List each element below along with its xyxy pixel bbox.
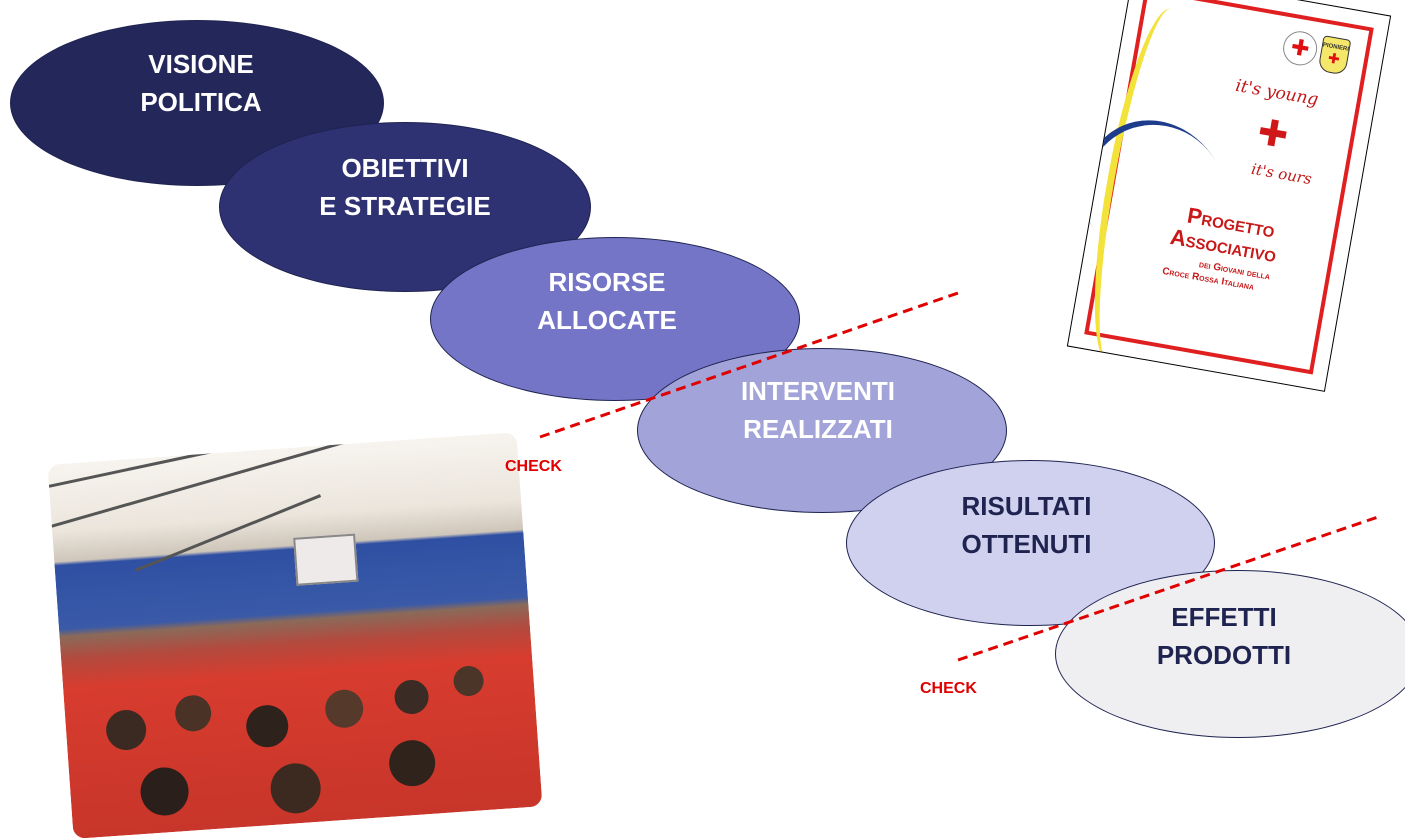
check-line-1 [539,291,959,439]
stage-label: INTERVENTI REALIZZATI [740,375,896,444]
check-line-2 [957,515,1379,662]
check-label-2: CHECK [920,680,977,697]
stage-label: RISORSE ALLOCATE [537,267,677,335]
stage-visione-politica: VISIONE POLITICA [10,20,384,186]
stage-label: OBIETTIVI E STRATEGIE [319,153,491,221]
stage-label: RISULTATI OTTENUTI [961,491,1092,559]
stage-label: VISIONE POLITICA [140,49,262,117]
stage-label: EFFETTI PRODOTTI [1156,602,1292,670]
check-label-1: CHECK [505,458,562,475]
stage-effetti-prodotti: EFFETTI PRODOTTI [1055,570,1405,738]
